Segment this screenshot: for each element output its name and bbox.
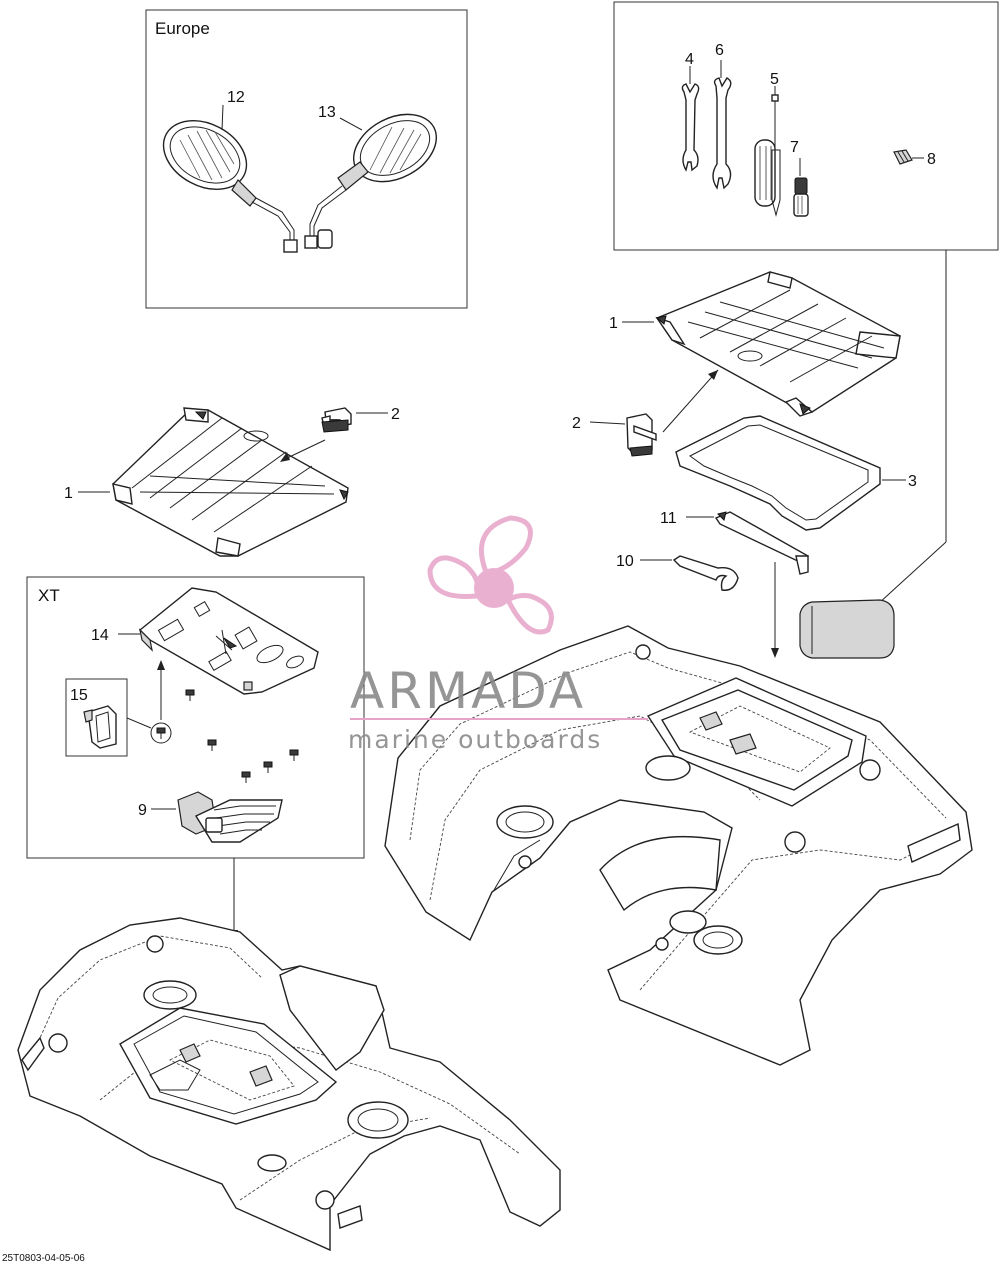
leader-13 [339,117,363,131]
toolkit-frame [613,1,999,251]
diagram-code: 25T0803-04-05-06 [2,1253,85,1264]
clip-15 [83,705,117,749]
arrow-head [280,452,290,462]
fuse-8 [893,149,913,165]
callout-11: 11 [660,510,677,527]
leader-2b [589,421,626,425]
spanner-10 [672,555,739,591]
rear-rack-left [112,407,349,557]
europe-title: Europe [155,19,210,38]
bracket-2-right [626,413,657,457]
rear-fender-right [384,625,973,1066]
callout-1a: 1 [64,485,73,502]
xt-title: XT [38,586,60,605]
gasket-3 [675,415,881,531]
arrow-head [771,648,779,658]
callout-6: 6 [715,42,724,59]
callout-10: 10 [616,553,634,570]
bracket-2-left [321,407,352,433]
arrow-head [157,660,165,670]
wrench-6 [712,77,732,190]
rear-fender-left [17,917,561,1252]
callout-3: 3 [908,473,917,490]
callout-15: 15 [70,687,88,704]
arrow-head [708,370,718,380]
callout-14: 14 [91,627,109,644]
mirror-left [162,120,298,253]
rear-rack-right [655,271,901,417]
clip-inset-frame [65,678,128,757]
top-plate-14 [138,587,319,695]
xt-frame [26,576,365,859]
screwdriver-7 [793,177,809,217]
callout-1b: 1 [609,315,618,332]
screws [150,689,299,783]
leader-screw [126,717,152,729]
arrow-2-to-rack [662,369,719,433]
callout-2b: 2 [572,415,581,432]
tool-bag [799,599,895,659]
callout-4: 4 [685,51,694,68]
wrench-4 [681,83,700,172]
harness-9 [177,791,283,843]
europe-frame [145,9,468,309]
armada-logo [427,515,554,635]
screwdriver-5 [754,94,781,217]
latch-11 [714,511,809,575]
mirror-right [304,113,438,249]
watermark-brand: ARMADA [350,662,586,720]
arrow-2-left [282,439,326,461]
callout-9: 9 [138,802,147,819]
callout-2a: 2 [391,406,400,423]
callout-13: 13 [318,104,336,121]
callout-7: 7 [790,139,799,156]
callout-5: 5 [770,71,779,88]
watermark-tagline: marine outboards [348,725,602,754]
leader-12 [221,104,224,131]
callout-12: 12 [227,89,245,106]
callout-8: 8 [927,151,936,168]
